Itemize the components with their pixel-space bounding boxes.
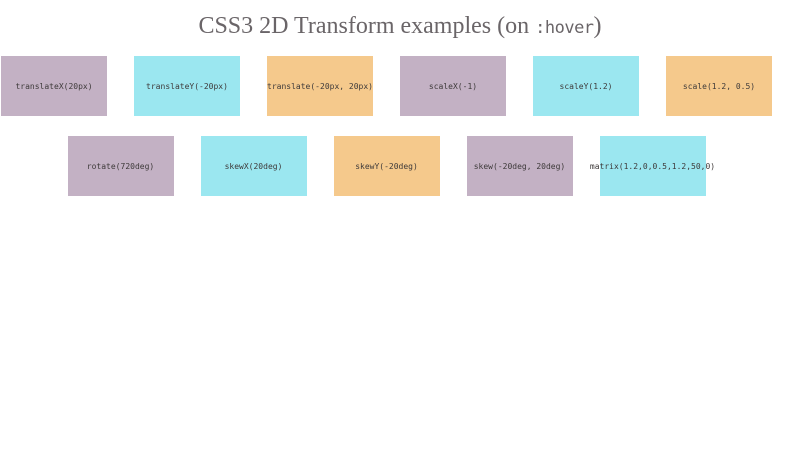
- transform-box-skewy[interactable]: skewY(-20deg): [333, 136, 440, 196]
- transform-box-label: translateX(20px): [15, 81, 93, 91]
- transform-box-label: skewX(20deg): [224, 161, 283, 171]
- transform-box-scalex[interactable]: scaleX(-1): [400, 56, 506, 116]
- transform-examples-page: CSS3 2D Transform examples (on :hover) t…: [0, 11, 800, 450]
- hover-pseudo-class-code: :hover: [535, 18, 594, 38]
- transform-row-1: translateX(20px) translateY(-20px) trans…: [0, 56, 800, 116]
- transform-row-2: rotate(720deg) skewX(20deg) skewY(-20deg…: [0, 136, 800, 196]
- transform-box-label: rotate(720deg): [86, 161, 155, 171]
- transform-box-label: translate(-20px, 20px): [267, 81, 373, 91]
- page-title: CSS3 2D Transform examples (on :hover): [0, 11, 800, 44]
- transform-box-label: skew(-20deg, 20deg): [473, 161, 566, 171]
- page-title-text: CSS3 2D Transform examples (on: [198, 13, 536, 39]
- transform-box-label: scaleY(1.2): [559, 81, 613, 91]
- transform-box-skewx[interactable]: skewX(20deg): [200, 136, 307, 196]
- transform-box-translate[interactable]: translate(-20px, 20px): [267, 56, 373, 116]
- transform-box-matrix[interactable]: matrix(1.2,0,0.5,1.2,50,0): [590, 136, 715, 196]
- transform-box-label: matrix(1.2,0,0.5,1.2,50,0): [589, 161, 716, 171]
- transform-box-label: scale(1.2, 0.5): [682, 81, 756, 91]
- transform-box-scale[interactable]: scale(1.2, 0.5): [666, 56, 772, 116]
- transform-box-label: skewY(-20deg): [355, 161, 418, 171]
- transform-box-skew[interactable]: skew(-20deg, 20deg): [466, 136, 573, 196]
- transform-box-translatex[interactable]: translateX(20px): [1, 56, 107, 116]
- transform-box-label: scaleX(-1): [428, 81, 478, 91]
- transform-box-rotate[interactable]: rotate(720deg): [67, 136, 174, 196]
- transform-box-translatey[interactable]: translateY(-20px): [134, 56, 240, 116]
- transform-box-label: translateY(-20px): [146, 81, 228, 91]
- transform-box-scaley[interactable]: scaleY(1.2): [533, 56, 639, 116]
- page-title-closing-paren: ): [593, 13, 602, 39]
